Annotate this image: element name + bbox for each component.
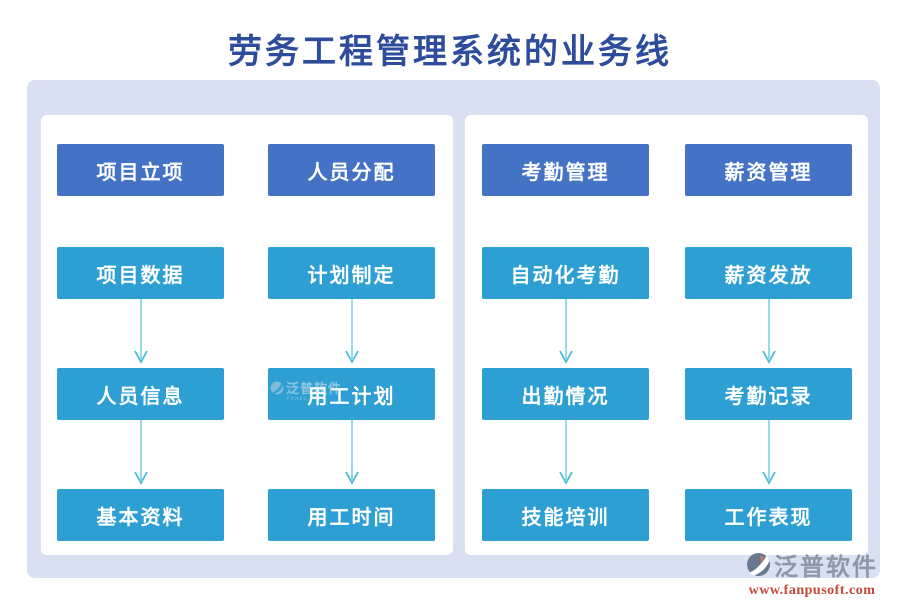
flow-box-label: 项目立项	[96, 161, 185, 184]
flow-box-label: 用工计划	[307, 385, 396, 408]
flow-box: 考勤记录	[685, 368, 852, 420]
flow-box-label: 人员信息	[96, 385, 185, 408]
flow-box: 计划制定	[268, 247, 435, 299]
down-arrow-icon	[344, 420, 359, 485]
flow-box: 工作表现	[685, 489, 852, 541]
flow-box: 技能培训	[482, 489, 649, 541]
flow-box-label: 自动化考勤	[510, 264, 621, 287]
fanpu-logo-label: 泛普软件	[774, 555, 878, 581]
flow-box: 出勤情况	[482, 368, 649, 420]
flow-box-label: 计划制定	[307, 264, 396, 287]
flow-box-label: 项目数据	[96, 264, 185, 287]
flow-panel-right: 考勤管理 自动化考勤 出勤情况 技能培训	[465, 115, 868, 555]
diagram-canvas: 项目立项 项目数据 人员信息 基本资料	[27, 80, 880, 578]
flow-box-label: 薪资发放	[724, 264, 813, 287]
flow-panel-left: 项目立项 项目数据 人员信息 基本资料	[41, 115, 453, 555]
flow-box-label: 薪资管理	[724, 161, 813, 184]
flow-box-label: 考勤管理	[521, 161, 610, 184]
flow-box: 自动化考勤	[482, 247, 649, 299]
flow-box: 项目数据	[57, 247, 224, 299]
flow-box-label: 用工时间	[307, 506, 396, 529]
down-arrow-icon	[344, 299, 359, 364]
flow-box: 薪资发放	[685, 247, 852, 299]
flow-box: 基本资料	[57, 489, 224, 541]
flow-box-label: 基本资料	[96, 506, 185, 529]
flow-box: 泛普软件 FANPU SOFT 用工计划	[268, 368, 435, 420]
down-arrow-icon	[558, 420, 573, 485]
flow-column-project: 项目立项 项目数据 人员信息 基本资料	[57, 115, 224, 555]
fanpu-logo-icon	[747, 553, 770, 576]
down-arrow-icon	[133, 420, 148, 485]
flow-box: 人员分配	[268, 144, 435, 196]
flow-box-label: 考勤记录	[724, 385, 813, 408]
flow-box: 项目立项	[57, 144, 224, 196]
down-arrow-icon	[761, 299, 776, 364]
flow-box-label: 出勤情况	[521, 385, 610, 408]
flow-column-payroll: 薪资管理 薪资发放 考勤记录 工作表现	[685, 115, 852, 555]
fanpu-logo-website: www.fanpusoft.com	[748, 583, 876, 598]
flow-box-label: 工作表现	[724, 506, 813, 529]
fanpu-logo: 泛普软件 www.fanpusoft.com	[746, 547, 878, 599]
page-title: 劳务工程管理系统的业务线	[228, 34, 672, 71]
flow-box: 考勤管理	[482, 144, 649, 196]
flow-box-label: 技能培训	[521, 506, 610, 529]
flow-box: 用工时间	[268, 489, 435, 541]
down-arrow-icon	[761, 420, 776, 485]
flow-box: 人员信息	[57, 368, 224, 420]
down-arrow-icon	[558, 299, 573, 364]
flow-column-staffing: 人员分配 计划制定 泛普	[268, 115, 435, 555]
fanpu-watermark-icon	[270, 381, 284, 394]
flow-box-label: 人员分配	[307, 161, 396, 184]
flow-box: 薪资管理	[685, 144, 852, 196]
down-arrow-icon	[133, 299, 148, 364]
flow-column-attendance: 考勤管理 自动化考勤 出勤情况 技能培训	[482, 115, 649, 555]
